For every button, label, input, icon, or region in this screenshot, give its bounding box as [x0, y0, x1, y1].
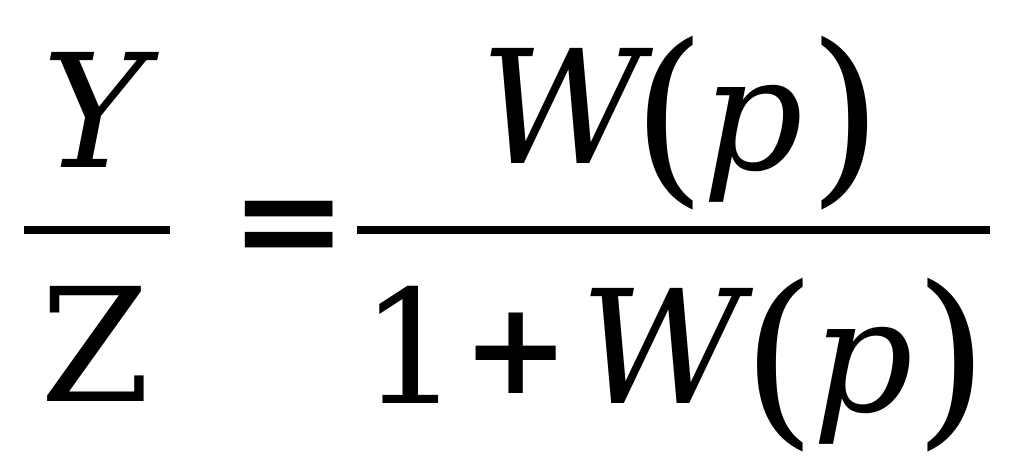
right-fraction-bar [357, 226, 990, 234]
right-denominator-p: p [812, 265, 914, 449]
right-denominator-one: 1 [360, 257, 461, 441]
left-fraction-bar [24, 226, 170, 234]
left-numerator-y: Y [42, 21, 147, 205]
right-denominator-open-paren: ( [742, 246, 817, 467]
right-denominator-plus: + [462, 274, 570, 424]
right-numerator-open-paren: ( [632, 4, 707, 225]
right-denominator-w: W [580, 257, 743, 441]
right-numerator-w: W [480, 17, 643, 201]
equals-sign: = [230, 138, 348, 302]
right-numerator-p: p [702, 23, 804, 207]
right-numerator-close-paren: ) [808, 4, 883, 225]
left-denominator-z: Z [40, 255, 150, 439]
right-denominator-close-paren: ) [914, 246, 989, 467]
